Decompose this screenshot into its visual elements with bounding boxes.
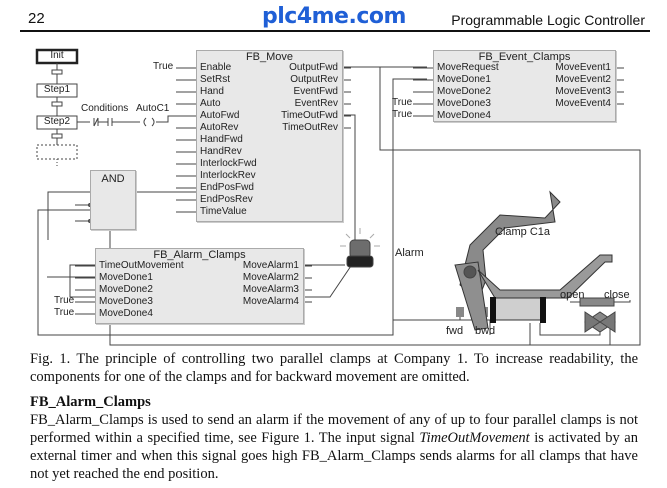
fb-alarm-clamps-input-port: TimeOutMovement (99, 260, 184, 271)
fb-move-input-port: HandRev (200, 146, 242, 157)
page-number: 22 (28, 10, 45, 27)
fb-move-input-port: EndPosFwd (200, 182, 254, 193)
fb-event-clamps-output-port: MoveEvent1 (555, 62, 611, 73)
fb-alarm-clamps-input-port: MoveDone1 (99, 272, 153, 283)
fb-alarm-clamps-output-port: MoveAlarm3 (242, 284, 299, 295)
fb-move-output-port: TimeOutFwd (281, 110, 338, 121)
fb-move-input-port: Auto (200, 98, 221, 109)
fb-move-input-port: Enable (200, 62, 232, 73)
fb-event-clamps-output-port: MoveEvent3 (555, 86, 611, 97)
fb-alarm-clamps-title: FB_Alarm_Clamps (153, 249, 246, 261)
section-paragraph: FB_Alarm_Clamps is used to send an alarm… (30, 411, 638, 483)
sfc-init-step: Init (50, 50, 64, 61)
bwd-label: bwd (475, 325, 496, 337)
section-heading: FB_Alarm_Clamps (30, 394, 151, 410)
valve-close-label: close (604, 289, 630, 301)
fb-event-clamps-input-port: MoveDone2 (437, 86, 491, 97)
alarm-true-1: True (54, 295, 75, 306)
fb-move-input-port: InterlockFwd (200, 158, 257, 169)
fb-alarm-clamps-input-port: MoveDone4 (99, 308, 153, 319)
fb-move-input-port: HandFwd (200, 134, 243, 145)
fb-alarm-clamps-output-port: MoveAlarm1 (242, 260, 299, 271)
alarm-label: Alarm (395, 247, 424, 259)
fb-move-input-port: Hand (200, 86, 224, 97)
fb-move-output-port: TimeOutRev (282, 122, 338, 133)
fb-alarm-clamps-input-port: MoveDone3 (99, 296, 153, 307)
fb-alarm-clamps-output-port: MoveAlarm4 (242, 296, 299, 307)
running-title: Programmable Logic Controller (451, 12, 645, 28)
conditions-label: Conditions (81, 103, 129, 114)
alarm-true-2: True (54, 307, 75, 318)
fb-move-input-port: TimeValue (200, 206, 247, 217)
fb-event-clamps-input-port: MoveRequest (437, 62, 499, 73)
alarm-light-icon (340, 228, 380, 268)
fb-move-output-port: OutputRev (290, 74, 338, 85)
and-block-title: AND (101, 173, 125, 185)
fb-move-input-port: SetRst (200, 74, 231, 85)
fb-event-clamps-output-port: MoveEvent4 (555, 98, 611, 109)
fb-event-clamps-title: FB_Event_Clamps (478, 51, 571, 63)
fb-move-input-port: AutoFwd (200, 110, 240, 121)
fb-move-input-port: AutoRev (200, 122, 239, 133)
fb-event-clamps-output-port: MoveEvent2 (555, 74, 611, 85)
header-rule (20, 30, 650, 32)
valve-open-label: open (560, 289, 585, 301)
fb-move-input-port: EndPosRev (200, 194, 253, 205)
event-true-1: True (392, 97, 413, 108)
fb-alarm-clamps-output-port: MoveAlarm2 (242, 272, 299, 283)
fb-event-clamps-input-port: MoveDone3 (437, 98, 491, 109)
fb-move-output-port: EventFwd (293, 86, 338, 97)
fb-move-output-port: OutputFwd (289, 62, 338, 73)
fb-move-input-port: InterlockRev (200, 170, 256, 181)
paragraph-text-1: FB_Alarm_Clamps is used to send an alarm… (30, 412, 638, 446)
paragraph-emphasis: TimeOutMovement (419, 430, 530, 446)
fb-move-output-port: EventRev (294, 98, 338, 109)
clamp-illustration (454, 190, 631, 346)
figure-caption: Fig. 1. The principle of controlling two… (30, 351, 638, 385)
sfc-step1: Step1 (43, 84, 71, 95)
fb-event-clamps-input-port: MoveDone1 (437, 74, 491, 85)
paragraph-text-2: is activated by an external timer and wh… (30, 430, 638, 482)
fwd-label: fwd (446, 325, 464, 337)
fb-event-clamps-input-port: MoveDone4 (437, 110, 491, 121)
fb-alarm-clamps-input-port: MoveDone2 (99, 284, 153, 295)
fb-move-enable-true: True (153, 61, 174, 72)
site-watermark: plc4me.com (262, 4, 406, 29)
fb-move-title: FB_Move (245, 51, 294, 63)
clamp-label: Clamp C1a (495, 226, 551, 238)
and-block: AND (90, 170, 136, 230)
sfc-step2: Step2 (43, 116, 71, 127)
event-true-2: True (392, 109, 413, 120)
autoc1-label: AutoC1 (136, 103, 170, 114)
